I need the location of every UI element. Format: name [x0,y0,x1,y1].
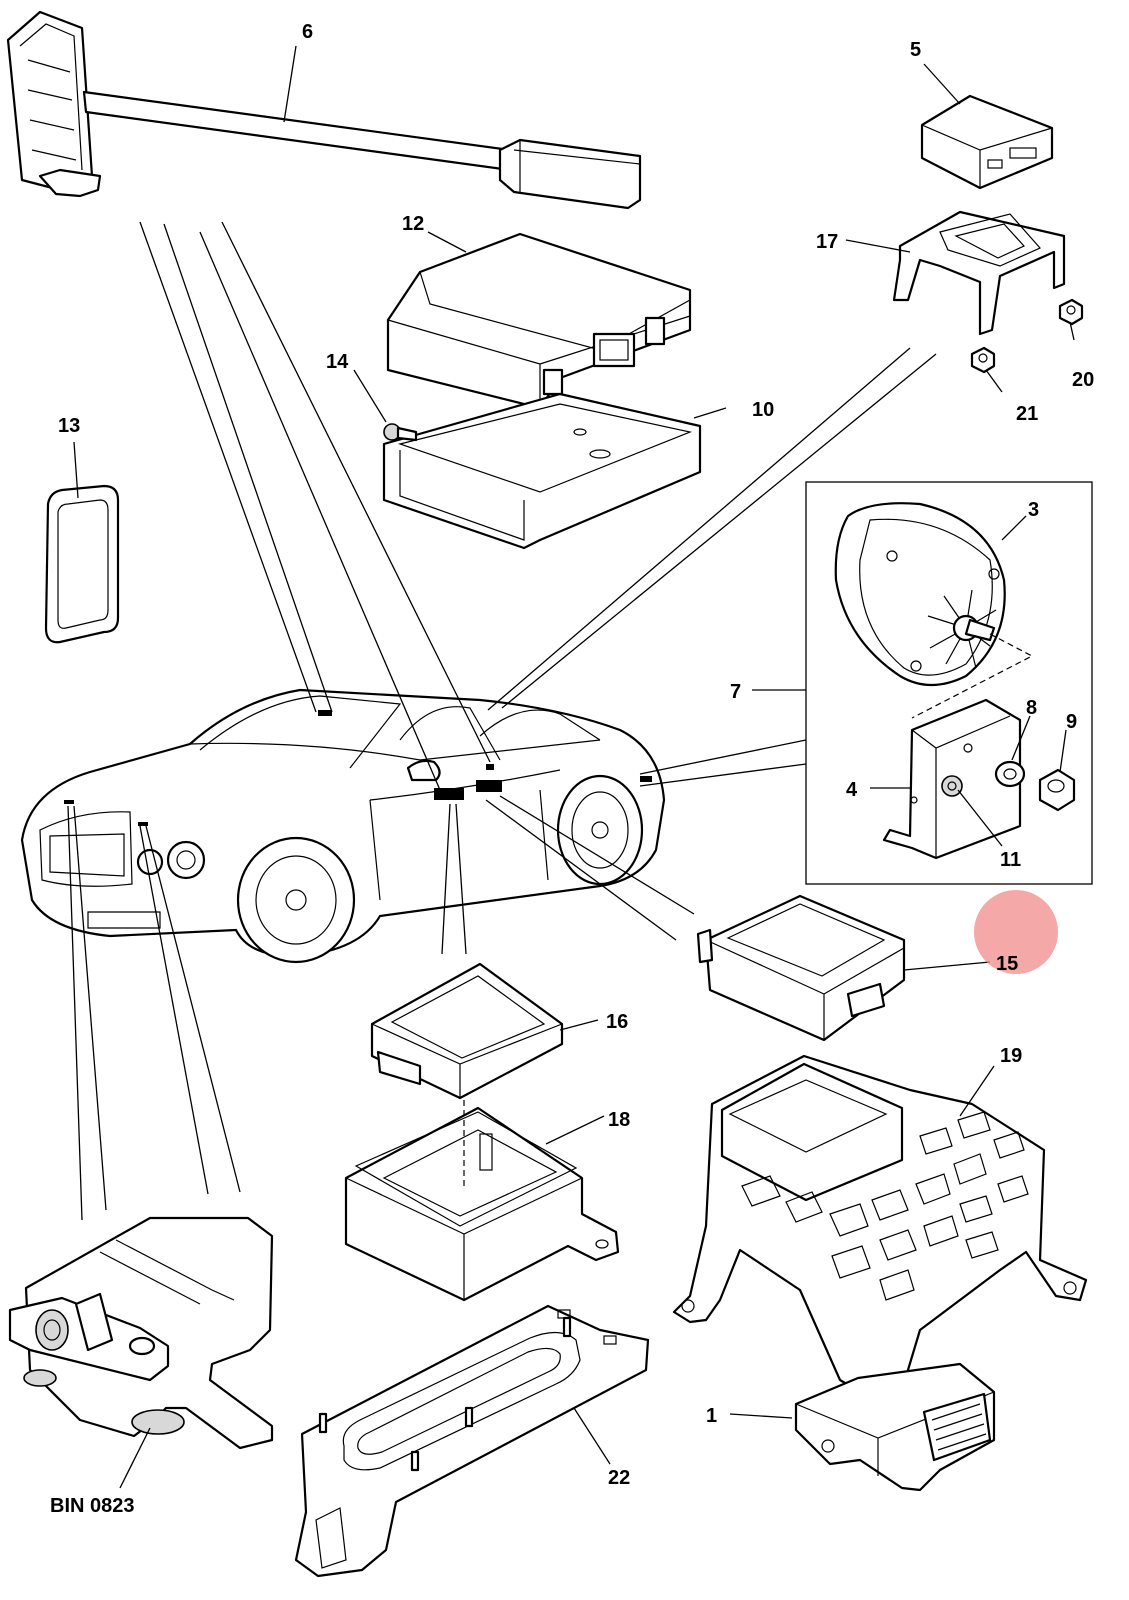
callout-10: 10 [752,399,774,421]
part-13-gasket [44,484,120,644]
part-20-nut [1058,298,1084,326]
callout-22: 22 [608,1467,630,1489]
highlight-marker [974,890,1058,974]
callout-labels: 1 3 4 5 6 7 8 9 10 11 12 13 14 15 16 17 … [58,21,1094,1489]
callout-21: 21 [1016,403,1038,425]
part-15-module [696,894,906,1042]
callout-15: 15 [996,953,1018,975]
callout-11: 11 [1000,849,1021,871]
part-21-nut [970,346,996,374]
part-12-control-module [386,232,692,410]
part-16-module [370,962,564,1100]
callout-16: 16 [606,1011,628,1033]
callout-1: 1 [706,1405,717,1427]
part-1-connector-module [794,1362,996,1492]
callout-19: 19 [1000,1045,1022,1067]
vehicle-convertible [20,688,666,964]
callout-18: 18 [608,1109,630,1131]
leader-lines [67,45,1075,1489]
callout-14: 14 [326,351,349,373]
reference-code: BIN 0823 [50,1495,135,1517]
callout-4: 4 [846,779,858,801]
part-14-bolt [383,423,418,442]
callout-8: 8 [1026,697,1037,719]
part-3-sounder [834,502,1034,719]
callout-17: 17 [816,231,838,253]
callout-3: 3 [1028,499,1039,521]
callout-9: 9 [1066,711,1077,733]
callout-20: 20 [1072,369,1094,391]
part-19-bracket [672,1054,1088,1412]
part-9-nut [1038,768,1076,812]
part-8-washer [994,760,1026,788]
part-10-tray [382,392,702,550]
part-11-nut [941,775,963,797]
part-18-tray [344,1100,620,1302]
callout-12: 12 [402,213,424,235]
callout-13: 13 [58,415,80,437]
callout-5: 5 [910,39,921,61]
part-sensor-bracket [8,1216,274,1450]
part-17-bracket [892,210,1066,336]
part-6-harness [6,10,642,210]
detail-inset-frame [805,481,1093,885]
callout-7: 7 [730,681,741,703]
part-22-plate [294,1304,650,1578]
part-5-module [920,94,1054,190]
callout-6: 6 [302,21,313,43]
